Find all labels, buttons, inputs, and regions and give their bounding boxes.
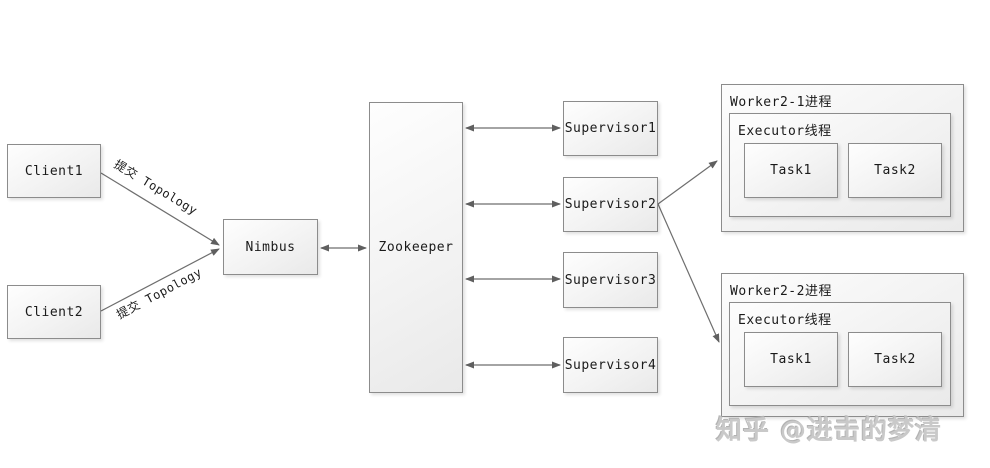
zhihu-watermark: 知乎 @进击的梦清 — [716, 416, 943, 446]
node-worker2-1-task1-label: Task1 — [770, 163, 812, 178]
node-supervisor4: Supervisor4 — [563, 337, 658, 393]
node-client1: Client1 — [7, 144, 101, 198]
node-worker2-1-executor: Executor线程 Task1 Task2 — [729, 113, 951, 217]
node-worker2-2-task1: Task1 — [744, 332, 838, 387]
node-nimbus-label: Nimbus — [245, 239, 296, 255]
node-nimbus: Nimbus — [223, 219, 318, 275]
node-worker2-1-executor-title: Executor线程 — [738, 124, 832, 139]
node-supervisor1-label: Supervisor1 — [564, 121, 657, 136]
node-client2-label: Client2 — [24, 304, 84, 320]
node-worker2-2-task1-label: Task1 — [770, 352, 812, 367]
node-worker2-1-task1: Task1 — [744, 143, 838, 198]
node-zookeeper-label: Zookeeper — [378, 240, 454, 255]
node-worker2-2-title: Worker2-2进程 — [730, 284, 832, 299]
edge-supervisor2-to-worker2-1 — [657, 160, 718, 205]
node-supervisor1: Supervisor1 — [563, 101, 658, 156]
edge-client2-to-nimbus — [100, 248, 220, 312]
node-worker2-2-task2: Task2 — [848, 332, 942, 387]
node-worker2-2-task2-label: Task2 — [874, 352, 916, 367]
node-worker2-1-title: Worker2-1进程 — [730, 95, 832, 110]
edge-client1-to-nimbus — [100, 172, 220, 246]
node-zookeeper: Zookeeper — [369, 102, 463, 393]
node-supervisor2-label: Supervisor2 — [564, 197, 657, 212]
node-worker2-1-task2-label: Task2 — [874, 163, 916, 178]
node-supervisor3-label: Supervisor3 — [564, 272, 657, 288]
node-supervisor3: Supervisor3 — [563, 252, 658, 308]
node-supervisor2: Supervisor2 — [563, 177, 658, 232]
edge-supervisor2-to-worker2-2 — [657, 203, 720, 343]
node-client2: Client2 — [7, 285, 101, 339]
node-worker2-2-executor: Executor线程 Task1 Task2 — [729, 302, 951, 406]
node-worker2-2-process: Worker2-2进程 Executor线程 Task1 Task2 — [721, 273, 964, 417]
node-supervisor4-label: Supervisor4 — [564, 357, 657, 373]
node-worker2-2-executor-title: Executor线程 — [738, 313, 832, 328]
node-client1-label: Client1 — [24, 163, 84, 179]
node-worker2-1-process: Worker2-1进程 Executor线程 Task1 Task2 — [721, 84, 964, 232]
node-worker2-1-task2: Task2 — [848, 143, 942, 198]
